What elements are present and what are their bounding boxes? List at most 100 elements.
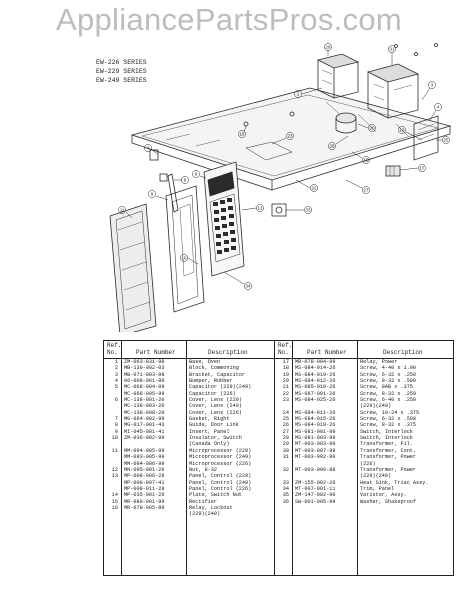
- part-description: Switch, Interlock: [360, 428, 413, 435]
- header-description: Description: [208, 349, 248, 356]
- ref-number: 3: [114, 371, 118, 378]
- part-description: Nut, 8-32: [189, 466, 218, 473]
- part-description: Block, Commoning: [189, 365, 239, 372]
- table-row: (229)(249): [275, 403, 453, 409]
- callout-number: 1: [297, 92, 300, 97]
- part-description: Trim, Panel: [360, 485, 395, 492]
- part-description: (Canada Only): [189, 441, 230, 448]
- part-description: Screw, 6-32 x .500: [360, 416, 417, 423]
- part-number: 06-008-061-99: [124, 378, 165, 385]
- part-number: MR-080-001-99: [124, 498, 165, 505]
- part-description: Panel, Control (226): [189, 485, 252, 492]
- callout-number: 6: [195, 172, 198, 177]
- table-row: (229)(249): [104, 511, 274, 517]
- part-description: Screw, 6-40 x .250: [360, 397, 417, 404]
- part-description: Screw, 8-32 x .500: [360, 378, 417, 385]
- model-series-list: EW-226 SERIES EW-229 SERIES EW-249 SERIE…: [96, 58, 147, 85]
- callout-number: 11: [120, 208, 125, 213]
- callout-number: 17: [420, 166, 425, 171]
- table-row: (Canada Only): [104, 441, 274, 447]
- part-description: (229)(249): [360, 403, 392, 410]
- callout-number: 34: [246, 284, 251, 289]
- ref-number: 25: [282, 416, 289, 423]
- part-description: Microprocessor (229): [189, 447, 252, 454]
- part-description: Heat Sink, Triac Assy.: [360, 479, 429, 486]
- part-number: MR-078-005-99: [124, 504, 165, 511]
- ref-number: 24: [282, 409, 289, 416]
- part-description: Transformer, Cont.: [360, 447, 417, 454]
- part-number: MS-084-014-26: [295, 365, 336, 372]
- transformer-fil: [316, 53, 360, 99]
- callout-number: 4: [147, 146, 150, 151]
- part-description: Cover, Lens (226): [189, 409, 242, 416]
- callout-number: 9: [151, 192, 154, 197]
- part-description: Panel, Control (249): [189, 479, 252, 486]
- part-number: MM-094-005-99: [124, 447, 165, 454]
- exploded-view-svg: 29 31 3 4 25 17 27 33 22 13 6 8 9 4 28 1…: [109, 43, 452, 332]
- part-number: MC-068-004-99: [124, 384, 165, 391]
- exploded-view-drawing: 29 31 3 4 25 17 27 33 22 13 6 8 9 4 28 1…: [96, 40, 458, 332]
- part-number: MT-003-003-99: [295, 441, 336, 448]
- part-number: MS-084-011-26: [295, 409, 336, 416]
- ref-number: 28: [282, 435, 289, 442]
- part-number: MM-094-006-99: [124, 460, 165, 467]
- part-number: MS-085-010-26: [295, 384, 336, 391]
- callout-numbers: 29 31 3 4 25 17 27 33 22 13 6 8 9 4 28 1…: [120, 45, 449, 289]
- part-number: MT-003-007-99: [295, 447, 336, 454]
- part-description: Rectifier: [189, 498, 218, 505]
- column-divider: [292, 341, 293, 575]
- part-description: Transformer, Power: [360, 454, 417, 461]
- part-number: MS-084-018-26: [295, 422, 336, 429]
- callout-number: 29: [326, 45, 331, 50]
- part-description: Cover, Lens (249): [189, 403, 242, 410]
- part-number: MC-138-003-20: [124, 403, 165, 410]
- part-number: MC-068-005-99: [124, 390, 165, 397]
- part-description: Insulator, Switch: [189, 435, 242, 442]
- part-description: Base, Oven: [189, 359, 221, 365]
- part-number: MI-045-001-41: [124, 428, 165, 435]
- part-description: Capacitor (229)(249): [189, 384, 252, 391]
- ref-number: 35: [282, 492, 289, 499]
- ref-number: 36: [282, 498, 289, 505]
- part-description: Screw, 8AB x .375: [360, 384, 413, 391]
- callout-number: 8: [184, 178, 187, 183]
- ref-number: 6: [114, 397, 118, 404]
- series-label: EW-249 SERIES: [96, 77, 147, 84]
- part-description: Guide, Door Link: [189, 422, 239, 429]
- column-divider: [121, 341, 122, 575]
- ref-number: 23: [282, 397, 289, 404]
- table-header: Ref. No. Part Number Description: [104, 341, 274, 359]
- door-link-guide: [167, 173, 179, 213]
- ref-number: 13: [111, 473, 118, 480]
- keypad-buttons: [213, 198, 236, 254]
- part-number: MS-081-003-99: [295, 435, 336, 442]
- part-number: MB-071-003-98: [124, 371, 165, 378]
- ref-number: 17: [282, 359, 289, 365]
- watermark-banner: AppliancePartsPros.com: [55, 2, 403, 37]
- part-number: MT-007-001-11: [295, 485, 336, 492]
- part-number: MC-138-001-20: [124, 397, 165, 404]
- callout-number: 18: [240, 132, 245, 137]
- ref-number: 1: [114, 359, 118, 365]
- ref-number: 2: [114, 365, 118, 372]
- callout-number: 28: [330, 144, 335, 149]
- callout-number: 13: [258, 206, 263, 211]
- part-description: (229)(249): [360, 473, 392, 480]
- part-description: Screw, 6-32 x .250: [360, 371, 417, 378]
- part-number: MG-064-002-99: [124, 416, 165, 423]
- part-description: Cover, Lens (229): [189, 397, 242, 404]
